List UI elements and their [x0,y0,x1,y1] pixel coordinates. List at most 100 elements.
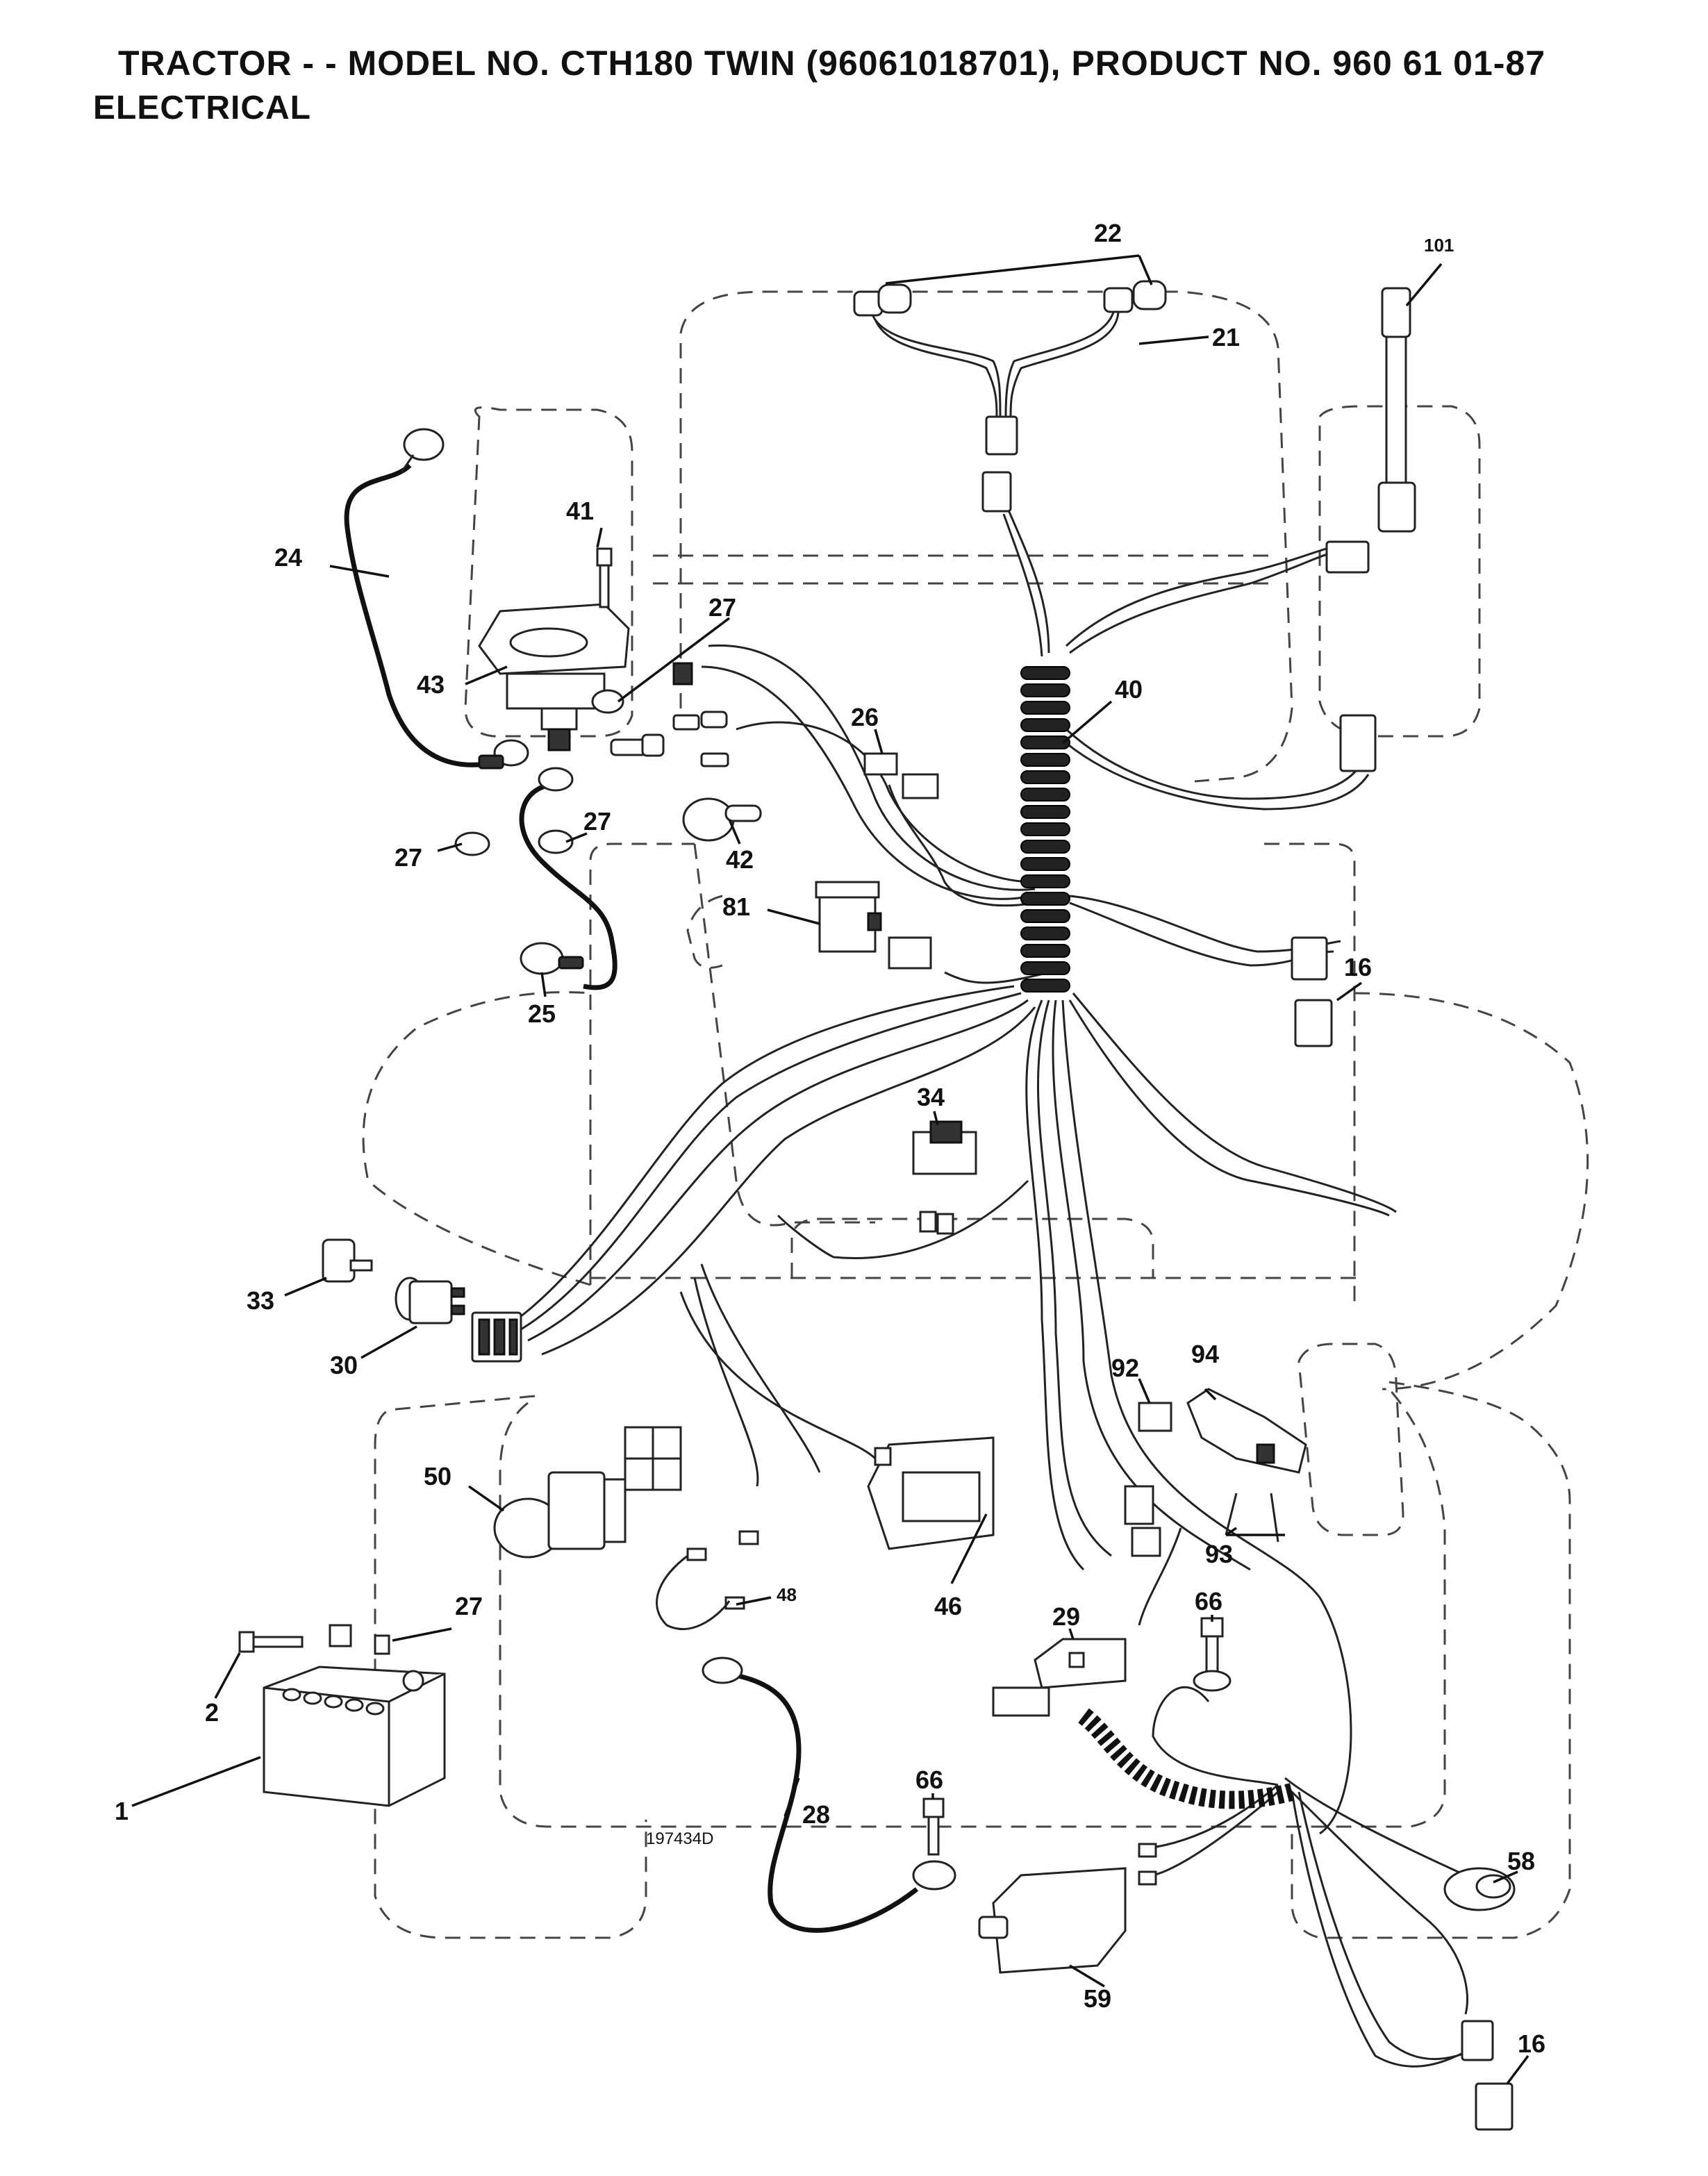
pto-switch-50 [493,1426,682,1559]
callout-25: 25 [528,999,556,1028]
lower-body [499,1388,1446,1828]
callout-59: 59 [1084,1984,1111,2013]
callout-22: 22 [1094,219,1122,247]
callout-1: 1 [115,1797,128,1825]
connector-92 [1124,1402,1172,1557]
nut-27-b [538,829,574,854]
callout-93: 93 [1205,1540,1233,1568]
ignition-connector [471,1311,522,1363]
connector-48 [656,1530,759,1630]
reverse-switch-connector [992,1686,1050,1717]
callout-94: 94 [1191,1340,1219,1368]
callout-27-right: 27 [583,807,611,836]
callout-27-top: 27 [708,593,736,622]
switch-34 [912,1120,977,1235]
battery-nut-27 [374,1634,390,1655]
callout-34: 34 [917,1083,945,1111]
cable-clamp-42 [682,797,762,842]
callout-101: 101 [1424,235,1454,256]
front-wheel-right [1318,405,1481,738]
mid-frame [686,843,875,1227]
callout-26: 26 [851,703,879,731]
page-subtitle: ELECTRICAL [93,90,311,126]
bolt-66-right [1193,1617,1232,1692]
battery-bolt-2 [238,1624,390,1655]
callout-24: 24 [274,543,302,572]
nut-27-a [454,831,490,856]
callout-29: 29 [1052,1602,1080,1631]
nut-27-solenoid [591,689,624,714]
cable-28 [729,1671,919,1933]
ring-terminal-24-top [400,428,445,473]
harness-extension-101 [1325,287,1416,772]
fuse-holder [610,662,729,767]
side-panel [1297,1343,1404,1536]
callout-41: 41 [566,497,594,525]
leader-lines [131,254,1529,2085]
ring-terminal-25 [520,942,584,975]
callout-33: 33 [247,1286,274,1315]
relay-81-socket [888,936,932,970]
headlight-assembly [853,280,1167,513]
headlight-left [853,283,912,317]
drawing-code: 197434D [646,1829,713,1848]
callout-27-battery: 27 [455,1592,483,1620]
headlight-plug-bottom [981,471,1012,513]
callout-40: 40 [1115,675,1143,704]
callout-27-left: 27 [395,843,422,872]
connector-right-mid [1339,714,1377,772]
hour-meter-46 [867,1436,995,1550]
ignition-module-59 [978,1843,1157,1974]
lower-rear-right [1291,1381,1571,1939]
ring-terminal-28-bottom [912,1860,956,1891]
callout-16-top: 16 [1344,953,1372,981]
page-title: TRACTOR - - MODEL NO. CTH180 TWIN (96061… [118,44,1546,83]
callout-21: 21 [1212,323,1240,351]
bolt-41 [596,547,613,608]
spiral-wrap-lower [1077,1708,1295,1809]
rear-wheel-right [1354,992,1589,1390]
rear-wheel-left [362,991,591,1286]
battery-1 [263,1666,446,1807]
callout-66-right: 66 [1195,1587,1222,1616]
callout-58: 58 [1507,1847,1535,1875]
callout-46: 46 [934,1592,962,1620]
callout-81: 81 [722,892,750,921]
bolt-66-left [922,1797,945,1856]
connector-26 [863,752,939,799]
connector-58 [1443,1867,1516,1911]
connector-16-top [1291,936,1333,1047]
dash-outline [589,842,1356,1306]
reverse-switch-29 [992,1638,1127,1717]
callout-43: 43 [417,670,445,699]
callouts: 22 21 101 24 41 43 27 40 26 42 81 27 27 … [115,219,1545,2058]
hood-outline [679,290,1293,783]
seat-outline [790,1218,1154,1278]
callout-48: 48 [777,1584,797,1605]
ignition-key-33 [322,1238,373,1283]
tractor-outline [362,290,1589,1939]
seat-switch-94 [1186,1388,1307,1543]
rear-harness [1152,1686,1494,2068]
spiral-wrap-40 [1020,666,1070,993]
callout-30: 30 [330,1351,358,1379]
callout-50: 50 [424,1462,451,1490]
callout-2: 2 [205,1698,219,1727]
headlight-plug-top [985,415,1018,456]
front-wheel-left [464,406,633,738]
ignition-switch-30 [395,1277,522,1363]
headlight-right [1103,280,1167,313]
cable-25 [519,782,617,990]
starter-solenoid-43 [478,603,630,751]
relay-81 [815,881,932,970]
callout-92: 92 [1111,1354,1139,1382]
hour-meter-terminal [874,1447,892,1466]
frame-left [653,554,1271,585]
cable-24 [344,463,487,767]
callout-16-bottom: 16 [1518,2029,1545,2058]
ring-terminal-25-top [538,767,574,792]
connector-101-mate [1325,540,1370,574]
ring-terminal-24-bottom [478,739,529,770]
connector-16-bottom [1461,2020,1514,2131]
